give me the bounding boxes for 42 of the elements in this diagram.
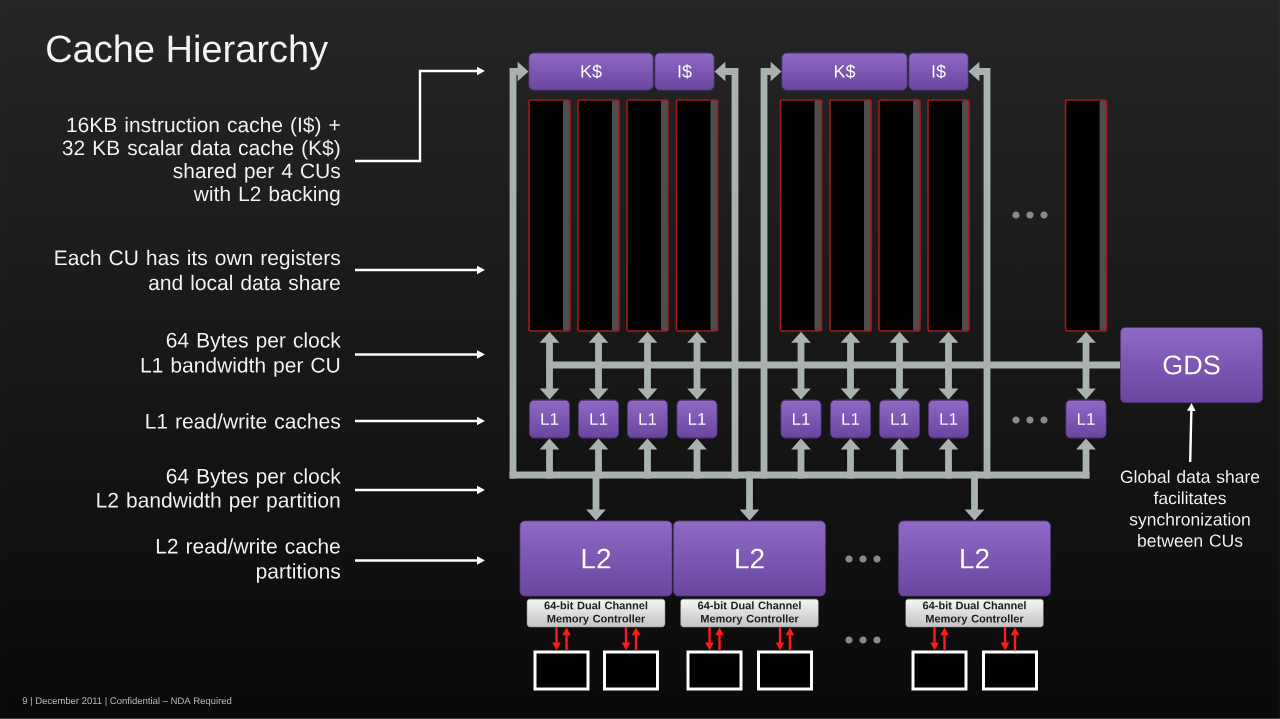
- annotation-text: L1 read/write caches: [146, 413, 340, 429]
- caption-text: Global data share facilitates synchronization between CUs: [1120, 470, 1260, 547]
- controller-box: 64-bit Dual Channel Memory Controller: [526, 598, 666, 628]
- annotation-text: 16KB instruction cache (I$) + 32 KB scalar data cache (K$) shared per 4 CUs with L2 backing: [62, 116, 340, 206]
- memory-chip: [533, 650, 590, 691]
- cache-box: I$: [654, 52, 715, 91]
- cache-box: L1: [1065, 399, 1107, 439]
- compute-unit-bar: [528, 99, 571, 332]
- compute-unit-bar: [779, 99, 823, 332]
- cache-box: L1: [780, 399, 822, 439]
- compute-unit-bar: [878, 99, 921, 332]
- controller-box: 64-bit Dual Channel Memory Controller: [905, 598, 1044, 628]
- annotation-text: 64 Bytes per clock L2 bandwidth per partition: [97, 468, 341, 512]
- cache-box: L1: [578, 399, 619, 439]
- data-share-box: GDS: [1120, 327, 1263, 403]
- slide-title: Cache Hierarchy: [47, 34, 329, 70]
- compute-unit-bar: [675, 99, 719, 332]
- annotation-text: Each CU has its own registers and local data share: [55, 249, 340, 291]
- memory-chip: [686, 650, 743, 691]
- memory-chip: [982, 650, 1038, 691]
- controller-box: 64-bit Dual Channel Memory Controller: [680, 598, 819, 628]
- compute-unit-bar: [1064, 99, 1108, 332]
- memory-chip: [757, 650, 813, 691]
- annotation-text: L2 read/write cache partitions: [156, 538, 341, 583]
- compute-unit-bar: [829, 99, 872, 332]
- cache-box: L1: [627, 399, 668, 439]
- cache-box: L1: [928, 399, 969, 439]
- compute-unit-bar: [626, 99, 669, 332]
- memory-chip: [911, 650, 968, 691]
- footer-text: 9 | December 2011 | Confidential – NDA Required: [22, 697, 232, 706]
- cache-box: L1: [676, 399, 718, 439]
- memory-chip: [603, 650, 659, 691]
- cache-box: L2: [673, 520, 826, 597]
- cache-box: L2: [898, 520, 1051, 597]
- cache-box: L1: [830, 399, 871, 439]
- annotation-text: 64 Bytes per clock L1 bandwidth per CU: [141, 332, 341, 377]
- cache-box: L1: [529, 399, 570, 439]
- cache-box: I$: [908, 52, 969, 91]
- compute-unit-bar: [927, 99, 970, 332]
- compute-unit-bar: [577, 99, 620, 332]
- cache-box: L1: [879, 399, 920, 439]
- cache-box: L2: [519, 520, 673, 597]
